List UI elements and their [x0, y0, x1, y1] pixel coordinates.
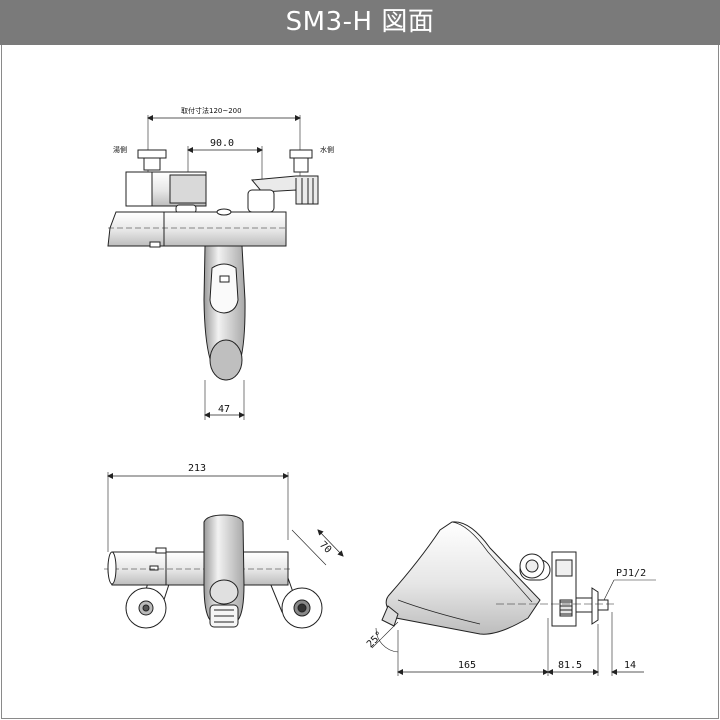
page-title: SM3-H 図面 — [285, 7, 435, 37]
mount-range-label: 取付寸法120~200 — [181, 106, 242, 115]
front-body — [107, 551, 289, 586]
connector-depth-label: 14 — [624, 660, 636, 671]
thread-label: PJ1/2 — [616, 568, 646, 579]
center-distance-label: 90.0 — [210, 138, 234, 149]
drawing-frame — [1, 45, 719, 719]
spout-depth-label: 165 — [458, 660, 476, 671]
hot-side-nut — [137, 149, 167, 159]
body-depth-label: 81.5 — [558, 660, 582, 671]
spout-side — [385, 521, 541, 635]
cold-side-label: 水側 — [320, 145, 334, 154]
faucet-body-top — [107, 211, 287, 247]
spout-width-label: 47 — [218, 404, 230, 415]
cold-side-nut — [289, 149, 313, 159]
right-leg — [267, 577, 323, 629]
overall-width-label: 213 — [188, 463, 206, 474]
side-view — [371, 521, 656, 676]
hot-side-label: 湯側 — [113, 145, 127, 154]
angle-label: 25° — [365, 630, 386, 651]
top-view — [107, 115, 319, 420]
angle-dim-label: 70 — [317, 540, 333, 556]
front-view — [104, 472, 344, 629]
header-bar: SM3-H 図面 — [0, 0, 720, 45]
